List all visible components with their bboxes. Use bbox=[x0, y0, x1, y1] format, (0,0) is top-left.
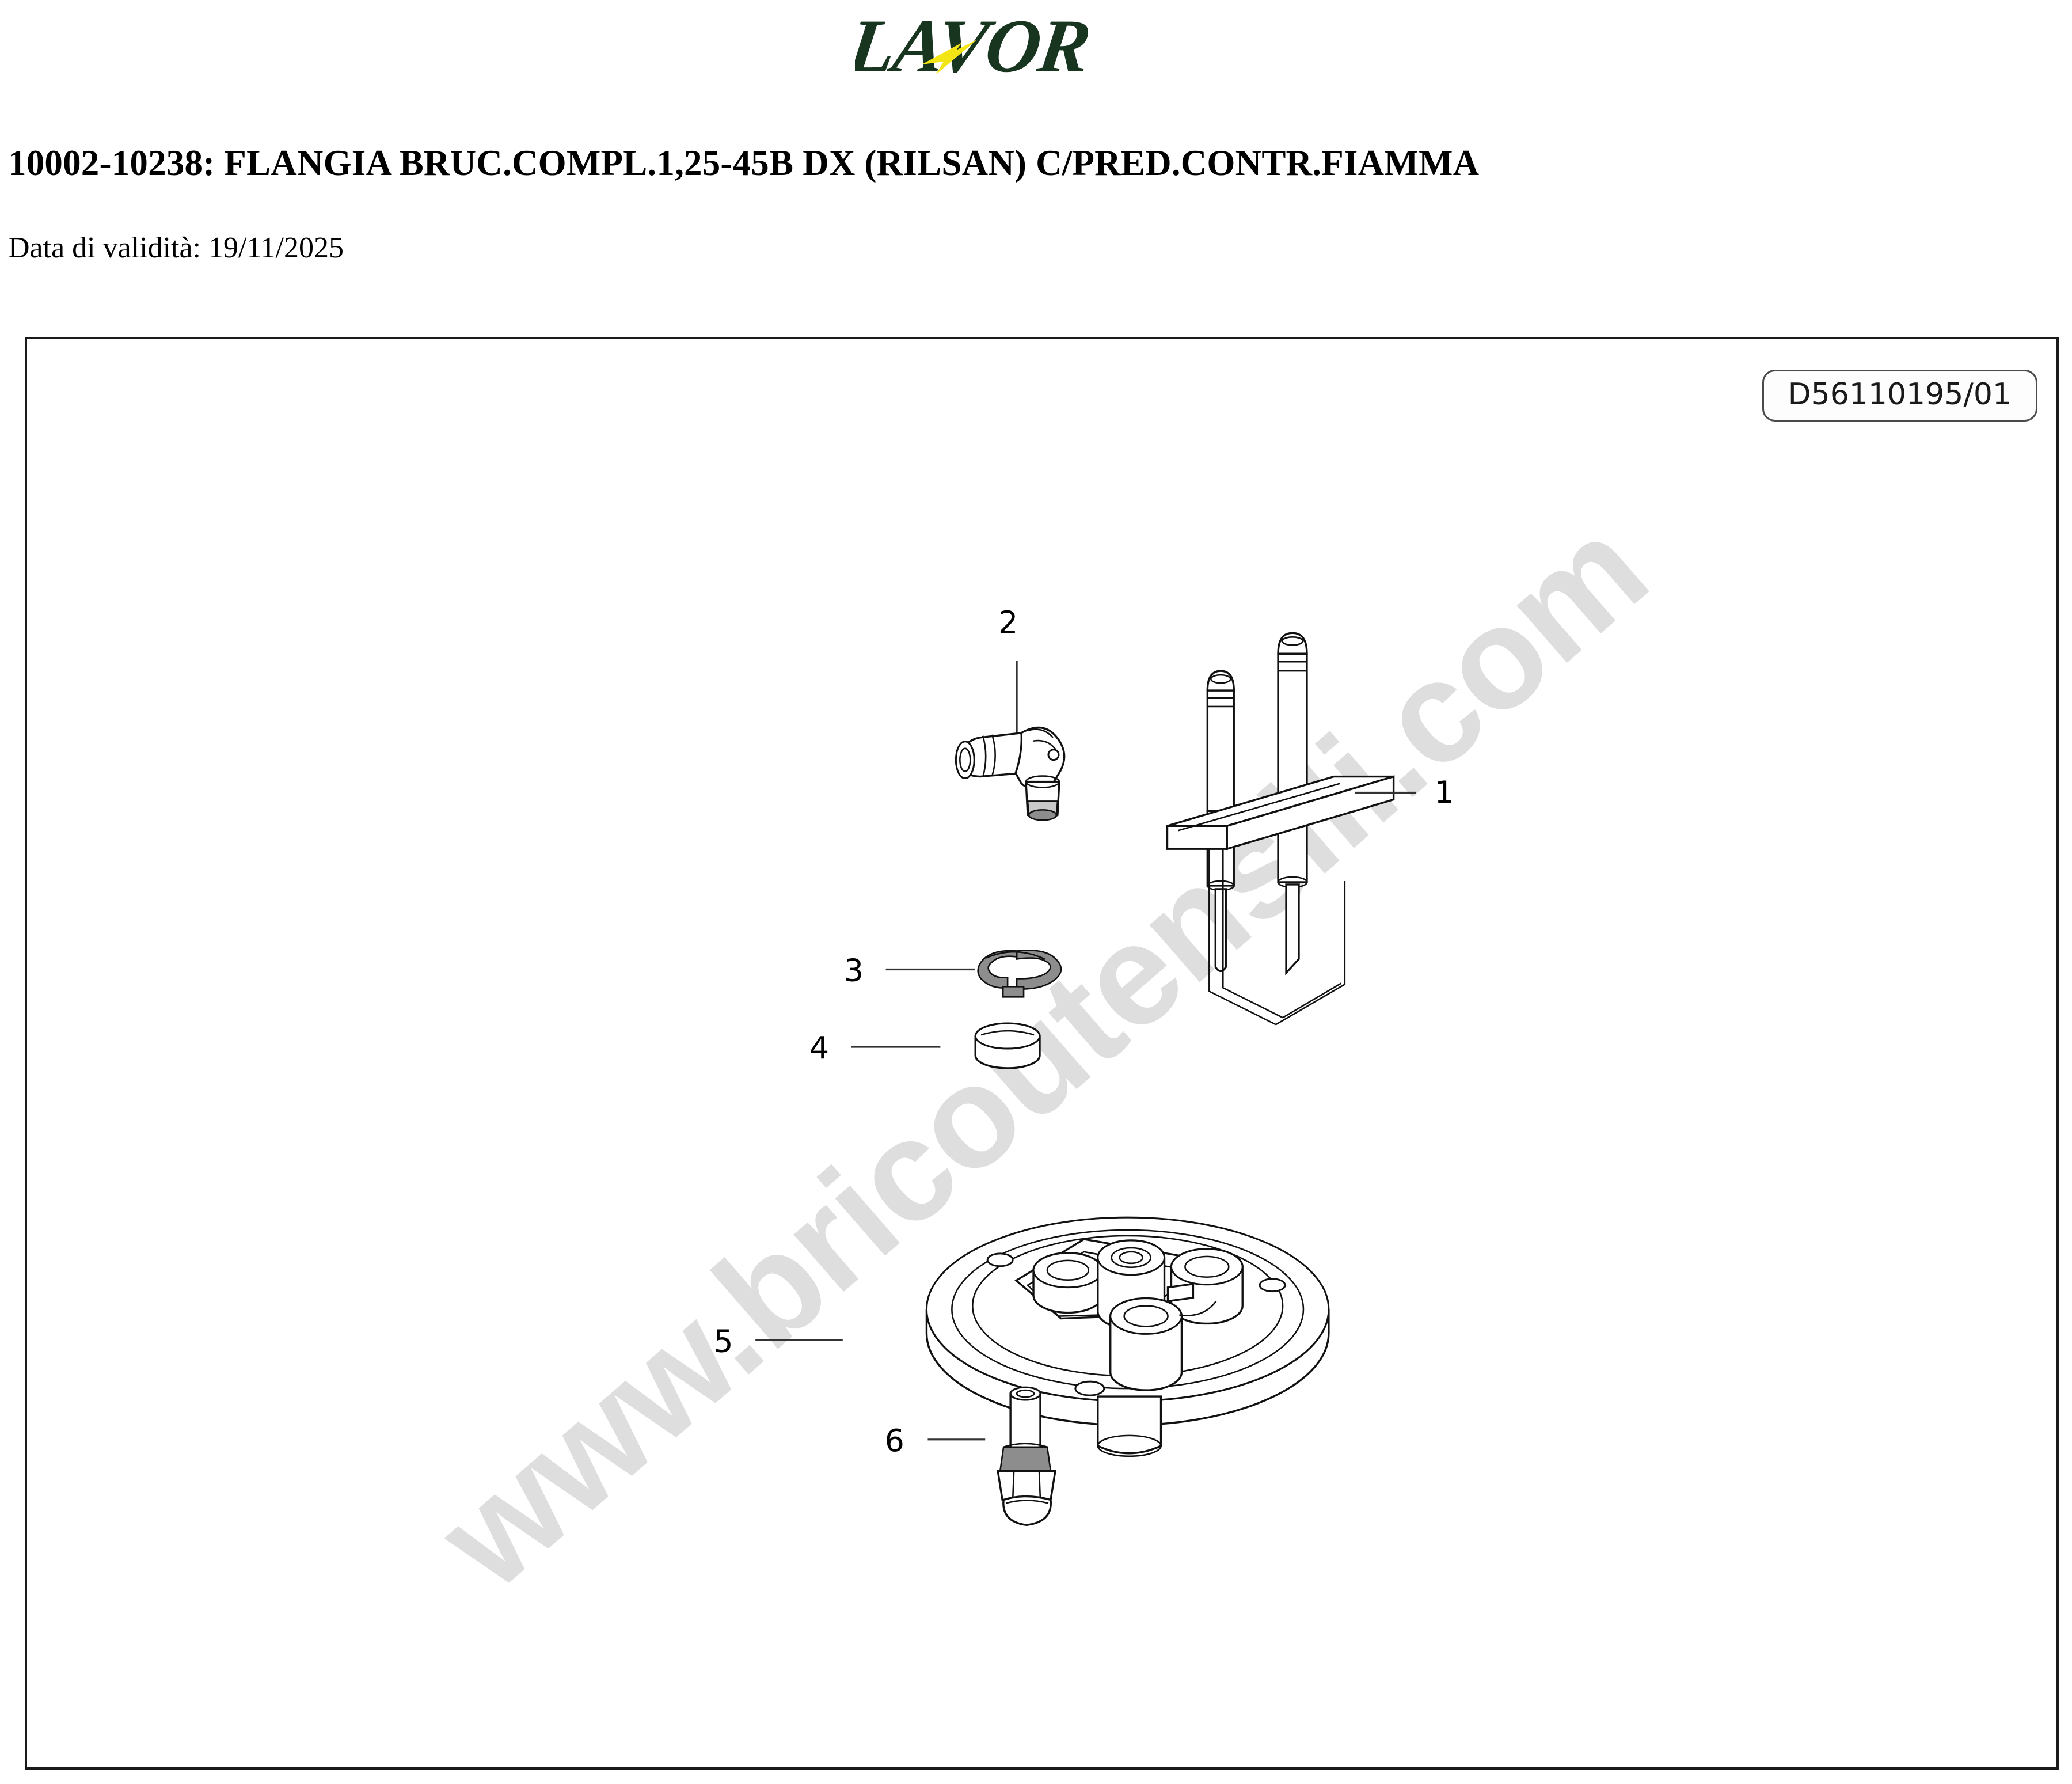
flange-boss-front bbox=[1109, 1297, 1183, 1391]
callout-label-4: 4 bbox=[809, 1030, 829, 1066]
elbow-fitting-body bbox=[955, 726, 1066, 821]
lavor-wordmark: LAVOR bbox=[855, 5, 1094, 88]
retaining-ring-body bbox=[977, 949, 1062, 998]
drawing-frame: www.bricoutensili.com D56110195/01 bbox=[25, 337, 2059, 1770]
part-4-cap-disc: 4 bbox=[809, 1022, 1041, 1069]
callout-label-6: 6 bbox=[885, 1422, 904, 1459]
callout-label-1: 1 bbox=[1434, 774, 1454, 810]
flange-bolt-hole bbox=[986, 1252, 1014, 1267]
drawing-code-badge: D56110195/01 bbox=[1762, 370, 2037, 422]
part-2-elbow-fitting: 2 bbox=[955, 604, 1066, 821]
callout-label-3: 3 bbox=[844, 952, 864, 988]
nozzle-fitting-body bbox=[997, 1386, 1056, 1527]
svg-text:LAVOR: LAVOR bbox=[855, 5, 1094, 88]
part-1-electrode-assembly: 1 bbox=[1166, 632, 1454, 1026]
validity-date: Data di validità: 19/11/2025 bbox=[8, 231, 344, 264]
callout-label-2: 2 bbox=[998, 604, 1018, 640]
flange-boss-left bbox=[1032, 1252, 1104, 1314]
flange-bolt-hole bbox=[1074, 1380, 1105, 1396]
electrode-bracket-plate bbox=[1166, 775, 1395, 851]
flange-bolt-hole bbox=[1259, 1278, 1286, 1293]
flange-boss-right bbox=[1170, 1248, 1244, 1325]
part-6-nozzle-fitting: 6 bbox=[885, 1386, 1056, 1527]
electrode-bracket-leg bbox=[1208, 848, 1346, 1026]
part-3-retaining-ring: 3 bbox=[844, 949, 1062, 998]
burner-flange-body bbox=[925, 1216, 1330, 1457]
cap-disc-body bbox=[974, 1022, 1041, 1069]
lavor-logo: LAVOR bbox=[855, 5, 1223, 91]
exploded-parts-diagram: 2 bbox=[27, 339, 2056, 1767]
lightning-bolt-icon bbox=[922, 40, 977, 75]
page-title: 10002-10238: FLANGIA BRUC.COMPL.1,25-45B… bbox=[8, 143, 1480, 183]
callout-label-5: 5 bbox=[713, 1323, 733, 1359]
